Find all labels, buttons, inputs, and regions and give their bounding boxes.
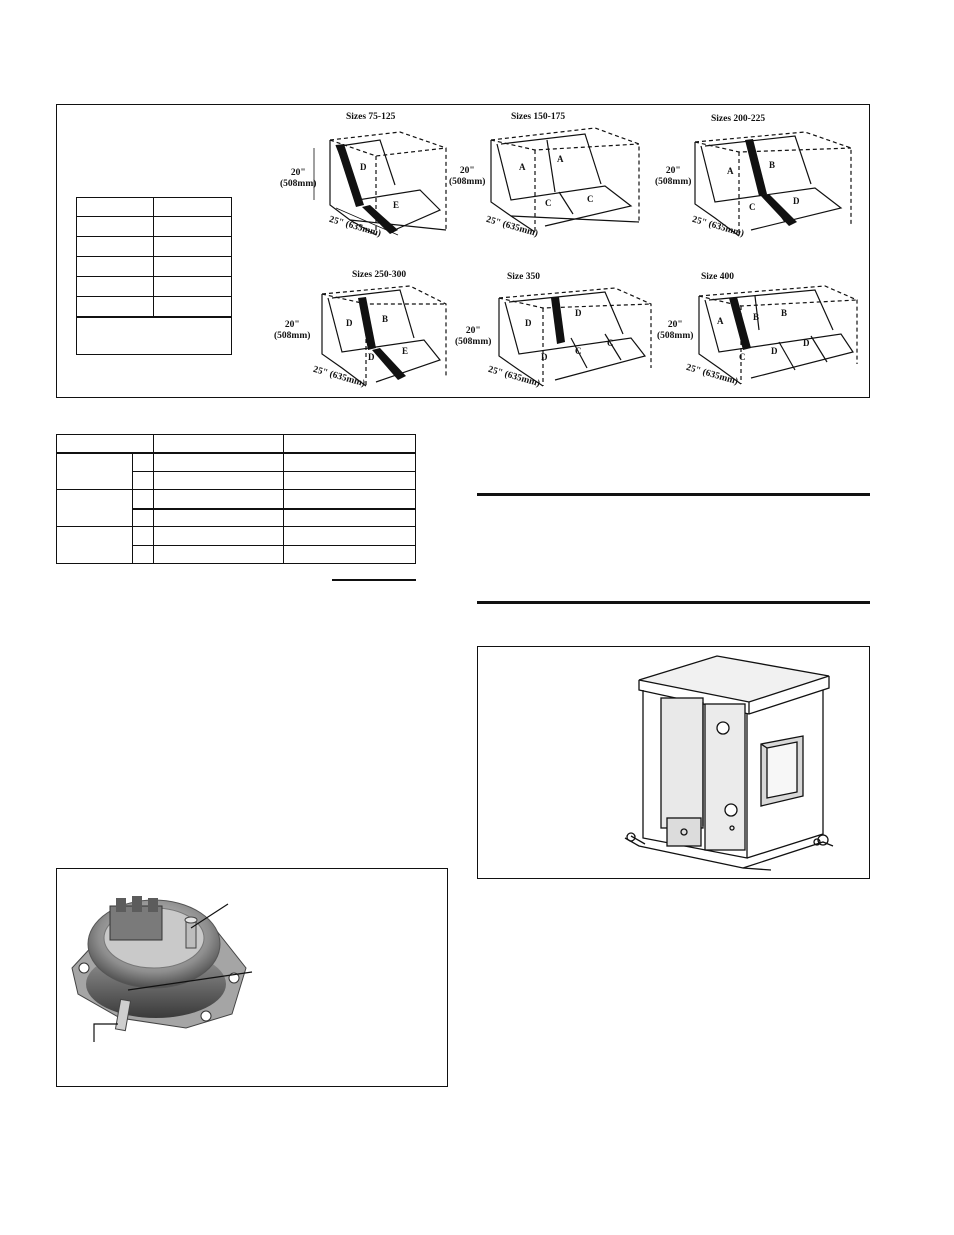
filter-diagram-3: Sizes 200-225 A B C D 20"(508mm) 25" (63… [655,110,860,245]
filter-diagram-5: Size 350 D D D C C 20"(508mm) 25" (635mm… [455,268,660,393]
size-label: Size 400 [701,272,734,282]
height-dim: 20"(508mm) [655,166,692,187]
panel-label: C [545,198,552,208]
panel-label: C [749,202,756,212]
size-label: Sizes 200-225 [711,114,766,124]
panel-label: D [803,338,810,348]
panel-label: C [739,352,746,362]
section-rule-bottom [477,601,870,604]
panel-label: A [727,166,734,176]
filter-legend-table [76,197,232,355]
size-label: Size 350 [507,272,540,282]
panel-label: A [717,316,724,326]
panel-label: B [781,308,788,318]
panel-label: D [525,318,532,328]
height-dim: 20"(508mm) [657,320,694,341]
panel-label: C [575,346,582,356]
filter-box-drawing [698,285,858,385]
panel-label: D [368,352,375,362]
filter-diagram-4: Sizes 250-300 D B D E 20"(508mm) 25" (63… [274,268,460,393]
height-dim: 20"(508mm) [280,168,317,189]
filter-box-drawing [321,285,447,387]
panel-label: A [519,162,526,172]
unit-figure-frame [477,646,870,879]
panel-label: D [360,162,367,172]
panel-label: D [575,308,582,318]
panel-label: A [557,154,564,164]
filter-box-drawing [694,131,852,237]
panel-label: E [402,346,409,356]
height-dim: 20"(508mm) [449,166,486,187]
switch-figure-frame [56,868,448,1087]
panel-label: B [382,314,389,324]
panel-label: C [607,338,614,348]
panel-label: C [587,194,594,204]
pressure-switch-image [71,896,253,1042]
underline-rule [332,579,416,581]
panel-label: D [541,352,548,362]
data-table [56,434,416,564]
unit-cabinet-drawing [624,655,834,871]
filter-diagram-6: Size 400 A B B C D D 20"(508mm) 25" (635… [655,268,865,393]
panel-label: D [793,196,800,206]
filter-box-drawing [498,287,652,387]
filter-diagram-2: Sizes 150-175 A A C C 20"(508mm) 25" (63… [449,110,655,245]
filter-figure-frame [56,104,870,398]
filter-diagram-1: Sizes 75-125 D E 20"(508mm) 25" (635mm) [280,110,460,245]
panel-label: D [346,318,353,328]
filter-box-drawing [490,127,640,233]
size-label: Sizes 75-125 [346,112,396,122]
panel-label: E [393,200,400,210]
panel-label: D [771,346,778,356]
height-dim: 20"(508mm) [274,320,311,341]
height-dim: 20"(508mm) [455,326,492,347]
size-label: Sizes 150-175 [511,112,566,122]
panel-label: B [753,312,760,322]
panel-label: B [769,160,776,170]
size-label: Sizes 250-300 [352,270,407,280]
filter-box-drawing [313,131,447,236]
section-rule-top [477,493,870,496]
